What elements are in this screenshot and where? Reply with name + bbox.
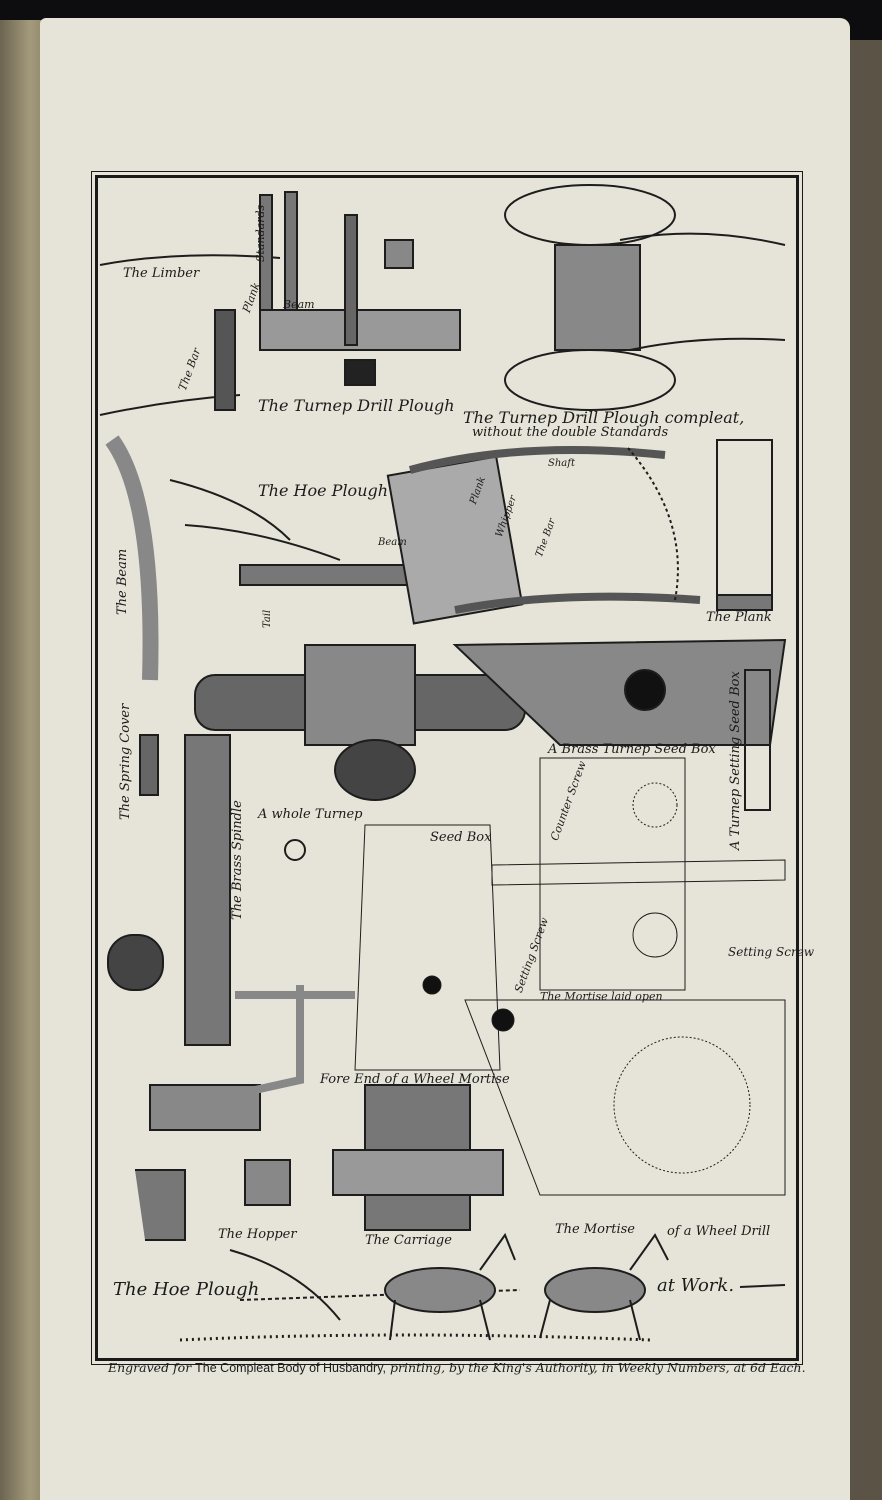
- label-spring-cover: The Spring Cover: [118, 703, 133, 820]
- label-hopper: The Hopper: [218, 1227, 297, 1242]
- label-setting-seed-box: A Turnep Setting Seed Box: [728, 671, 743, 850]
- title-at-work: at Work.: [657, 1275, 735, 1296]
- label-mortise-wheel-drill: The Mortise: [555, 1222, 635, 1237]
- label-standards: Standards: [254, 204, 267, 262]
- plate-frame: [91, 171, 803, 1365]
- hopper-carriage: [135, 985, 504, 1241]
- label-the-plank: The Plank: [706, 610, 772, 625]
- title-turnep-drill-plough: The Turnep Drill Plough: [258, 396, 455, 415]
- title-drill-plough-compleat: The Turnep Drill Plough compleat,: [463, 408, 745, 427]
- mortise-diagrams: [354, 757, 786, 1196]
- label-seed-box: Seed Box: [430, 830, 492, 845]
- subtitle-without-standards: without the double Standards: [472, 425, 669, 440]
- plate-footer: Engraved for The Compleat Body of Husban…: [108, 1360, 806, 1375]
- label-fore-end-mortise: Fore End of a Wheel Mortise: [320, 1072, 510, 1087]
- label-setting-screw-2: Setting Screw: [728, 945, 815, 959]
- book-page: [40, 18, 850, 1500]
- label-limber: The Limber: [123, 266, 200, 281]
- label-carriage: The Carriage: [365, 1233, 452, 1248]
- drill-plough-compleat: [504, 184, 786, 411]
- turnep-drill-plough: [99, 191, 461, 416]
- label-tail: Tail: [262, 609, 273, 628]
- hoe-plough: [105, 435, 773, 681]
- label-whole-turnep: A whole Turnep: [258, 807, 363, 822]
- label-shaft: Shaft: [548, 458, 575, 469]
- title-hoe-plough-at-work: The Hoe Plough: [113, 1279, 260, 1300]
- footer-engraved: Engraved for: [108, 1360, 192, 1375]
- label-beam-2: Beam: [378, 537, 407, 548]
- seed-boxes: [107, 638, 787, 1046]
- label-brass-spindle: The Brass Spindle: [230, 800, 245, 920]
- title-hoe-plough: The Hoe Plough: [258, 481, 389, 500]
- hoe-plough-at-work: [179, 1232, 786, 1342]
- facing-page-edge: [850, 40, 882, 1500]
- label-mortise-laid-open: The Mortise laid open: [540, 990, 663, 1003]
- label-the-beam: The Beam: [115, 548, 130, 615]
- footer-rest: printing, by the King's Authority, in We…: [389, 1360, 806, 1375]
- label-mortise-wheel-drill-2: of a Wheel Drill: [667, 1224, 771, 1239]
- label-beam: Beam: [283, 298, 315, 311]
- label-brass-seed-box: A Brass Turnep Seed Box: [548, 742, 716, 757]
- footer-title: The Compleat Body of Husbandry,: [195, 1361, 386, 1375]
